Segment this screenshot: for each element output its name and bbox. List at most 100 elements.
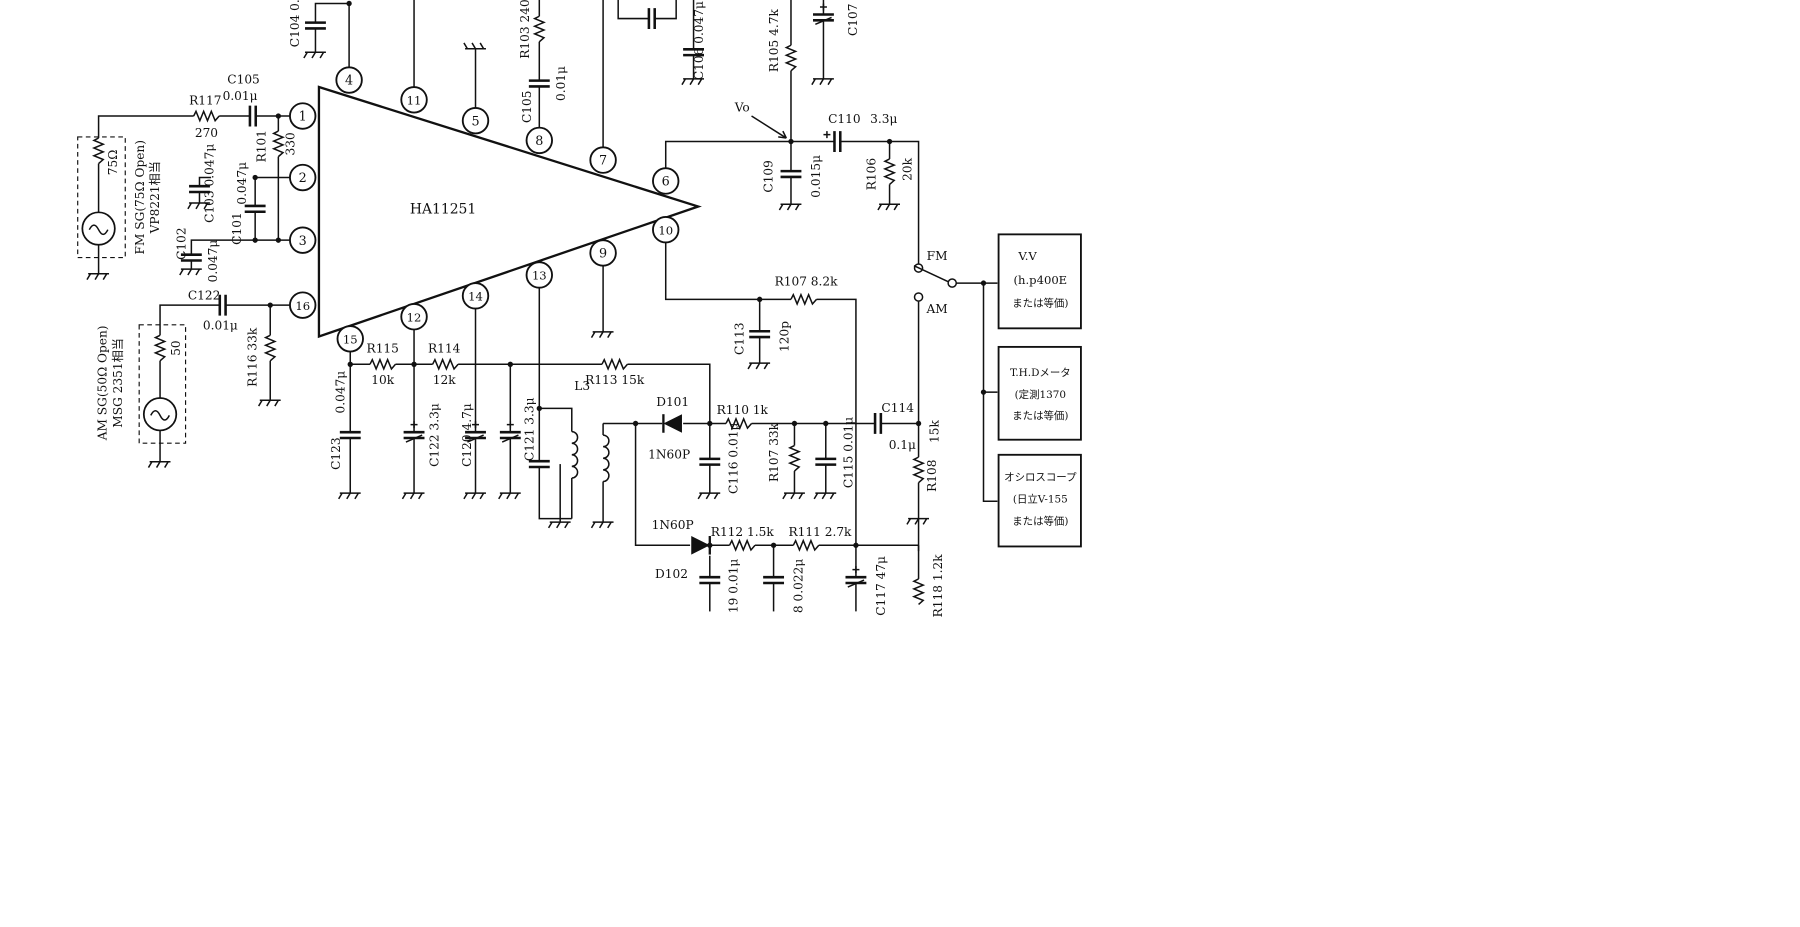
pin-6-number: 6 bbox=[662, 175, 670, 190]
mask bbox=[564, 431, 579, 479]
mask bbox=[243, 205, 267, 213]
label-l3: L3 bbox=[574, 379, 590, 393]
mask bbox=[681, 48, 706, 56]
pin-12-number: 12 bbox=[407, 310, 422, 324]
label-c114: C114 bbox=[881, 401, 914, 415]
ground-symbol bbox=[86, 273, 110, 280]
pin-11-circle bbox=[400, 86, 428, 114]
junction-dot bbox=[347, 361, 353, 367]
junction-dot bbox=[788, 138, 794, 145]
label-r118: R118 1.2k bbox=[931, 554, 945, 618]
pin-16-number: 16 bbox=[295, 299, 310, 313]
ground-symbol bbox=[778, 203, 802, 211]
label-am-sg2: MSG 2351相当 bbox=[111, 338, 125, 428]
label-d102: D102 bbox=[655, 567, 688, 581]
pin-11-number: 11 bbox=[407, 93, 422, 107]
label-r105: R105 4.7k bbox=[767, 9, 781, 73]
resistor-symbol bbox=[431, 357, 459, 371]
pin-10-number: 10 bbox=[658, 223, 673, 237]
mask bbox=[249, 104, 257, 128]
mask bbox=[912, 578, 925, 605]
label-r116: R116 33k bbox=[245, 327, 259, 387]
label-r103: R103 240 bbox=[518, 0, 532, 59]
wire bbox=[664, 140, 920, 265]
pin-15-circle bbox=[336, 325, 364, 353]
d101-diode bbox=[663, 414, 682, 433]
junction-dot bbox=[411, 361, 417, 367]
junction-dot bbox=[770, 542, 777, 548]
ground-symbol bbox=[338, 492, 361, 500]
label-r113: R113 15k bbox=[585, 373, 645, 387]
mask bbox=[729, 539, 756, 552]
pin-6-circle bbox=[652, 167, 680, 195]
instrument-name: オシロスコープ bbox=[1004, 471, 1077, 483]
pin-1-number: 1 bbox=[299, 110, 307, 125]
ground-symbol bbox=[782, 492, 805, 500]
mask bbox=[779, 170, 803, 178]
label-fm: FM bbox=[927, 249, 948, 263]
instrument-box bbox=[997, 345, 1082, 441]
wire bbox=[538, 287, 572, 520]
junction-dot bbox=[507, 361, 513, 367]
label-c105b-v: 0.01μ bbox=[554, 66, 568, 101]
pin-7-circle bbox=[589, 146, 617, 174]
polarity-mark bbox=[501, 421, 519, 443]
instrument-name: T.H.Dメータ bbox=[1010, 367, 1071, 379]
pin-5-number: 5 bbox=[471, 114, 479, 129]
polarity-mark bbox=[405, 421, 423, 443]
ground-symbol bbox=[747, 362, 771, 370]
pin-16-circle bbox=[289, 291, 317, 319]
label-c122b: C122 3.3μ bbox=[427, 403, 441, 467]
resistor-symbol bbox=[790, 292, 818, 306]
pin-14-circle bbox=[461, 282, 490, 310]
fm-am-switch-blade bbox=[913, 265, 950, 283]
capacitor-symbol bbox=[763, 575, 785, 585]
pin-8-number: 8 bbox=[535, 134, 543, 149]
label-d101: D101 bbox=[656, 395, 689, 409]
ground-symbol bbox=[697, 492, 721, 500]
d102-diode bbox=[691, 536, 710, 555]
mask bbox=[874, 411, 882, 436]
polarity-mark bbox=[823, 131, 831, 139]
capacitor-symbol bbox=[305, 21, 326, 30]
instrument-note: または等価) bbox=[1012, 514, 1068, 527]
pin-12-circle bbox=[400, 303, 428, 331]
capacitor-symbol bbox=[683, 48, 704, 57]
label-r107a: R107 8.2k bbox=[775, 274, 839, 288]
mask bbox=[272, 131, 285, 157]
label-c106: C106 0.047μ bbox=[692, 1, 706, 80]
pin-15-number: 15 bbox=[343, 332, 358, 346]
label-c119: 19 0.01μ bbox=[727, 559, 741, 613]
capacitor-symbol bbox=[749, 329, 771, 339]
pin-13-number: 13 bbox=[532, 269, 547, 283]
label-r117-v: 270 bbox=[195, 126, 218, 140]
label-c116: C116 0.01μ bbox=[727, 423, 741, 494]
label-c113: C113 bbox=[732, 323, 746, 356]
label-c121: C121 3.3μ bbox=[523, 397, 537, 461]
mask bbox=[369, 358, 396, 371]
resistor-symbol bbox=[784, 44, 798, 72]
label-c104: C104 0. bbox=[288, 0, 302, 47]
pin-9-number: 9 bbox=[599, 247, 607, 262]
mask bbox=[793, 539, 819, 552]
fm-sg-dashed-box bbox=[77, 136, 126, 259]
capacitor-symbol bbox=[339, 430, 361, 440]
label-d101-t: 1N60P bbox=[648, 447, 690, 461]
instrument-model: (日立V-155 bbox=[1013, 492, 1068, 505]
pin-13-circle bbox=[525, 261, 553, 289]
label-fm-r: 75Ω bbox=[106, 150, 120, 176]
wire bbox=[617, 0, 677, 20]
mask bbox=[533, 16, 546, 42]
polarity-mark bbox=[815, 3, 832, 26]
mask bbox=[179, 254, 203, 262]
wire bbox=[982, 283, 998, 502]
mask bbox=[844, 576, 868, 584]
ground-symbol bbox=[590, 521, 614, 529]
resistor-symbol bbox=[601, 357, 629, 371]
junction-dot bbox=[707, 420, 713, 427]
junction-dot bbox=[980, 280, 987, 286]
label-r112: R112 1.5k bbox=[711, 525, 775, 539]
label-r117: R117 bbox=[189, 93, 221, 107]
label-c109-v: 0.015μ bbox=[809, 155, 823, 198]
label-am: AM bbox=[925, 302, 947, 316]
